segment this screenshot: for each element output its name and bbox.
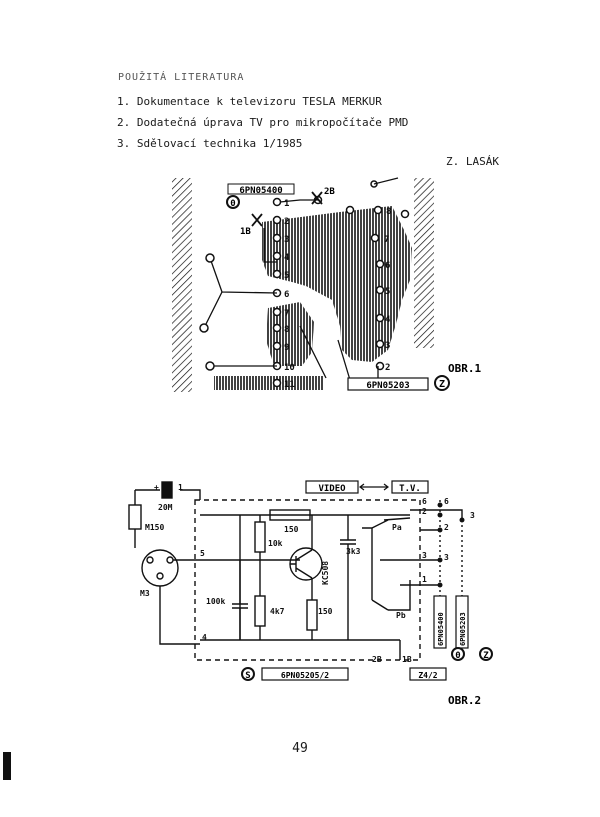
pa-label: Pa bbox=[392, 523, 402, 532]
r4k7-label: 4k7 bbox=[270, 607, 285, 616]
r150-top-label: 150 bbox=[284, 525, 299, 534]
bottom-right-connector: Z4/2 bbox=[418, 671, 437, 680]
pin-label: 6 bbox=[385, 261, 390, 271]
r10k-label: 10k bbox=[268, 539, 283, 548]
node-label: 1 bbox=[422, 575, 427, 584]
node-label: 2B bbox=[372, 655, 382, 664]
page-edge-mark bbox=[3, 752, 11, 780]
node-label: 6 bbox=[444, 497, 449, 506]
m3-label: M3 bbox=[140, 589, 150, 598]
m150-label: M150 bbox=[145, 523, 164, 532]
node-label: 2 bbox=[422, 507, 427, 516]
pin-label: 7 bbox=[384, 235, 389, 245]
pin-label: 6 bbox=[284, 290, 289, 300]
node-label: 3 bbox=[422, 551, 427, 560]
figure-2-schematic: VIDEO T.V. 20M M150 M3 150 10k 3k3 KC508… bbox=[128, 480, 493, 707]
reference-item-3: 3. Sdělovací technika 1/1985 bbox=[117, 137, 303, 150]
pin-label: 5 bbox=[284, 271, 289, 281]
figure-1-label: OBR.1 bbox=[448, 362, 481, 375]
circle-s-label: S bbox=[245, 671, 250, 681]
node-label: 1 bbox=[178, 483, 183, 492]
circle-0-label: 0 bbox=[455, 651, 460, 661]
pin-label: 1 bbox=[284, 199, 289, 209]
c20m-label: 20M bbox=[158, 503, 173, 512]
pin-label: 8 bbox=[386, 207, 391, 217]
node-label: 4 bbox=[202, 633, 207, 642]
reference-item-2: 2. Dodatečná úprava TV pro mikropočítače… bbox=[117, 116, 409, 129]
reference-item-1: 1. Dokumentace k televizoru TESLA MERKUR bbox=[117, 95, 382, 108]
pin-label: 11 bbox=[284, 380, 295, 390]
author: Z. LASÁK bbox=[446, 155, 499, 168]
page-number: 49 bbox=[292, 741, 308, 756]
vert-left-label: 6PN05400 bbox=[437, 612, 445, 646]
pin-label: 7 bbox=[284, 309, 289, 319]
mark-1b: 1B bbox=[240, 227, 251, 237]
transistor-label: KC508 bbox=[321, 561, 330, 585]
pin-label: 4 bbox=[385, 315, 391, 325]
node-label: 3 bbox=[470, 511, 475, 520]
pin-label: 8 bbox=[284, 325, 289, 335]
c3k3-label: 3k3 bbox=[346, 547, 361, 556]
pin-label: 3 bbox=[284, 235, 289, 245]
pb-label: Pb bbox=[396, 611, 406, 620]
references-heading: POUŽITÁ LITERATURA bbox=[118, 72, 245, 83]
connector-bottom-label: 6PN05203 bbox=[366, 381, 409, 391]
pin-label: 2 bbox=[284, 217, 289, 227]
circle-0-label: 0 bbox=[230, 199, 235, 209]
bottom-left-connector: 6PN05205/2 bbox=[281, 671, 329, 680]
pin-label: 9 bbox=[284, 343, 289, 353]
node-label: 6 bbox=[422, 497, 427, 506]
mark-2b: 2B bbox=[324, 187, 335, 197]
figure-2-label: OBR.2 bbox=[448, 694, 481, 707]
pin-label: 2 bbox=[385, 363, 390, 373]
c100k-label: 100k bbox=[206, 597, 225, 606]
r150-bot-label: 150 bbox=[318, 607, 333, 616]
figure-1-pcb-layout: 6PN05400 0 1 2 3 4 5 6 7 8 9 10 11 8 7 6… bbox=[172, 177, 481, 392]
pin-label: 5 bbox=[385, 287, 390, 297]
circle-z-label: Z bbox=[483, 651, 489, 661]
node-label: 3 bbox=[444, 553, 449, 562]
tv-label: T.V. bbox=[399, 484, 421, 494]
vert-right-label: 6PN05203 bbox=[459, 612, 467, 646]
node-label: + bbox=[154, 483, 159, 492]
node-label: 2 bbox=[444, 523, 449, 532]
pin-label: 10 bbox=[284, 363, 295, 373]
connector-top-label: 6PN05400 bbox=[239, 186, 282, 196]
node-label: 1B bbox=[402, 655, 412, 664]
node-label: 5 bbox=[200, 549, 205, 558]
pin-label: 3 bbox=[385, 341, 390, 351]
circle-z-label: Z bbox=[439, 379, 445, 390]
pin-label: 4 bbox=[284, 253, 290, 263]
video-label: VIDEO bbox=[318, 484, 346, 494]
